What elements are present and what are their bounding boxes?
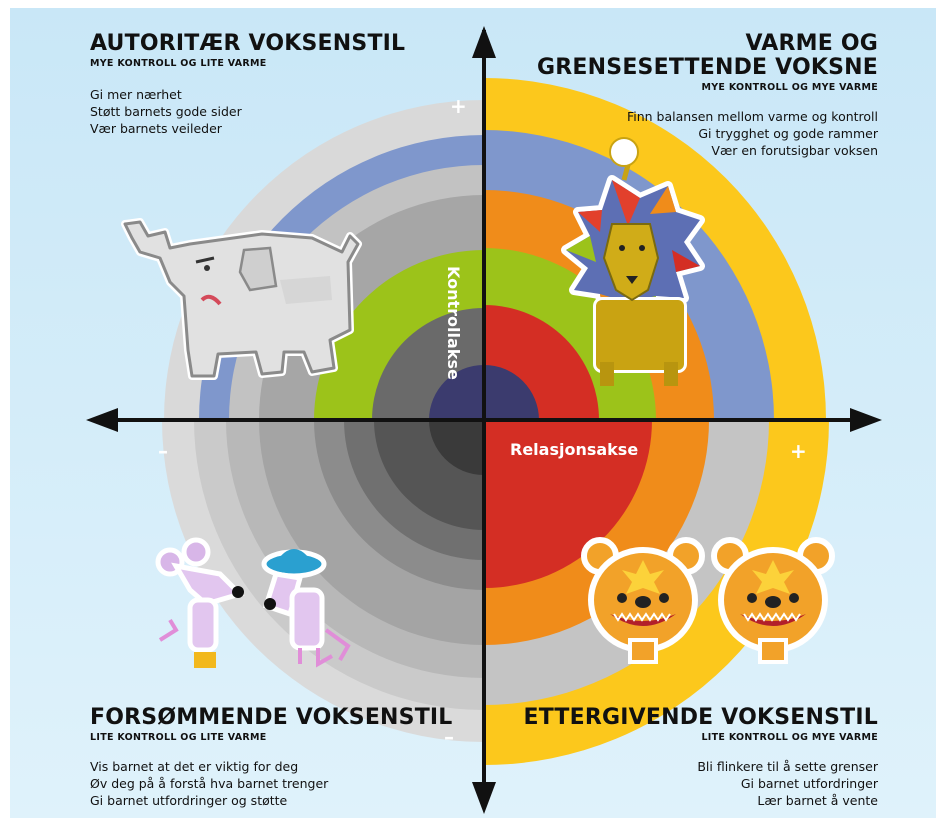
advice-list: Vis barnet at det er viktig for deg Øv d… [90,758,453,809]
advice-item: Gi barnet utfordringer [740,776,878,791]
sign-right: + [790,439,807,463]
quadrant-title: ETTERGIVENDE VOKSENSTIL [523,705,878,730]
quadrant-title: AUTORITÆR VOKSENSTIL [90,31,406,56]
quadrant-title-line-2: GRENSESETTENDE VOKSNE [537,55,878,80]
advice-item: Øv deg på å forstå hva barnet trenger [90,776,329,791]
ring [484,365,539,420]
sign-left: – [158,439,168,463]
two-mice-illustration [155,537,351,668]
ring [429,365,484,420]
elephant-illustration [121,218,362,380]
advice-item: Vær barnets veileder [90,121,222,136]
quadrant-title-line-1: VARME OG [745,31,878,56]
ring [429,420,484,475]
advice-item: Bli flinkere til å sette grenser [697,759,878,774]
advice-item: Gi trygghet og gode rammer [698,126,878,141]
vertical-axis-arrow-up [472,26,496,58]
two-bears-illustration [581,537,835,664]
quadrant-subtitle: MYE KONTROLL OG MYE VARME [701,82,878,93]
lion-illustration [561,137,705,386]
horizontal-axis-arrow-right [850,408,882,432]
vertical-axis-arrow-down [472,782,496,814]
ring [484,420,652,588]
horizontal-axis-arrow-left [86,408,118,432]
advice-item: Gi barnet utfordringer og støtte [90,793,288,808]
quadrant-subtitle: LITE KONTROLL OG LITE VARME [90,732,267,743]
sign-top: + [450,94,467,118]
quadrant-title: FORSØMMENDE VOKSENSTIL [90,705,453,730]
quadrant-bottom-right: ETTERGIVENDE VOKSENSTIL LITE KONTROLL OG… [523,706,878,809]
advice-item: Finn balansen mellom varme og kontroll [626,109,878,124]
quadrant-bottom-left: FORSØMMENDE VOKSENSTIL LITE KONTROLL OG … [90,706,453,809]
quadrant-subtitle: MYE KONTROLL OG LITE VARME [90,58,267,69]
quadrant-bottom-left-rings [162,420,484,742]
sign-bottom: – [444,725,454,749]
advice-item: Lær barnet å vente [757,793,878,808]
horizontal-axis-label: Relasjonsakse [510,440,638,459]
quadrant-subtitle: LITE KONTROLL OG MYE VARME [701,732,878,743]
vertical-axis-label: Kontrollakse [444,266,463,380]
advice-list: Bli flinkere til å sette grenser Gi barn… [523,758,878,809]
advice-item: Støtt barnets gode sider [90,104,242,119]
advice-list: Gi mer nærhet Støtt barnets gode sider V… [90,86,405,137]
advice-item: Vis barnet at det er viktig for deg [90,759,299,774]
advice-list: Finn balansen mellom varme og kontroll G… [537,108,878,159]
advice-item: Vær en forutsigbar voksen [711,143,878,158]
quadrant-top-right: VARME OG GRENSESETTENDE VOKSNE MYE KONTR… [537,32,878,159]
advice-item: Gi mer nærhet [90,87,182,102]
quadrant-top-left: AUTORITÆR VOKSENSTIL MYE KONTROLL OG LIT… [90,32,405,137]
